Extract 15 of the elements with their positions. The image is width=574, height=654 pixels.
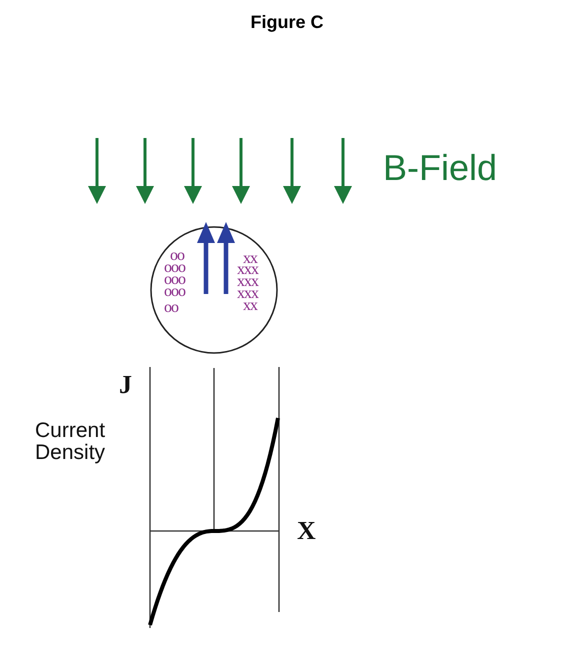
axis-label: J	[119, 372, 132, 398]
out-of-page-symbols: ooo	[164, 286, 185, 298]
axis-title: Current Density	[35, 420, 106, 464]
out-of-page-symbols: ooo	[164, 274, 185, 286]
out-of-page-symbols: oo	[164, 302, 178, 314]
figure-title: Figure C	[249, 13, 324, 31]
into-page-symbols: xxx	[237, 288, 258, 300]
into-page-symbols: xx	[243, 300, 257, 312]
out-of-page-symbols: oo	[170, 250, 184, 262]
axis-label: X	[297, 518, 316, 544]
field-label: B-Field	[383, 150, 498, 186]
into-page-symbols: xxx	[237, 264, 258, 276]
out-of-page-symbols: ooo	[164, 262, 185, 274]
into-page-symbols: xx	[243, 253, 257, 265]
into-page-symbols: xxx	[237, 276, 258, 288]
